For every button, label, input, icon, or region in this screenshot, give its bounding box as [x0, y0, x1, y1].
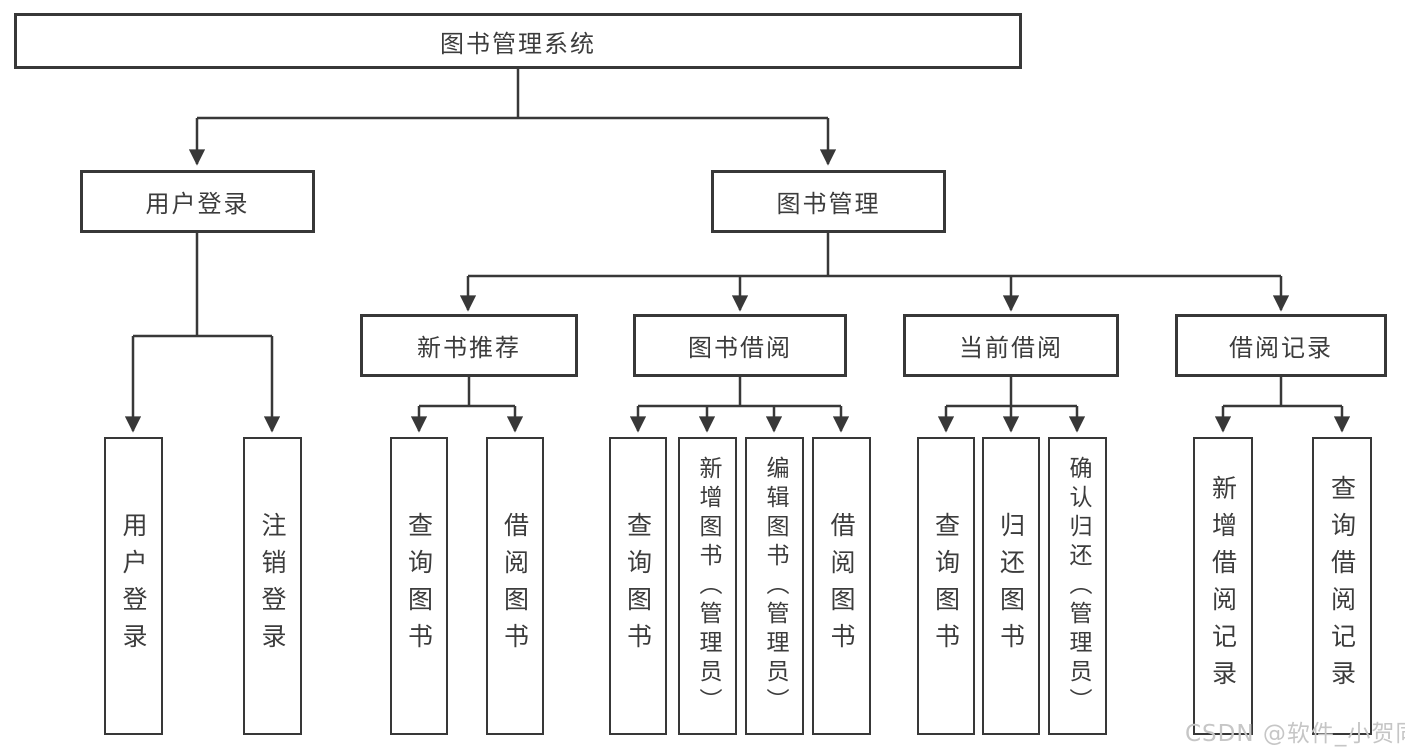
leaf-add-borrow-record: 新增借阅记录: [1193, 437, 1253, 735]
leaf-add-book-admin-label: 新增图书（管理员）: [695, 455, 721, 717]
node-user-login-label: 用户登录: [145, 190, 250, 218]
node-book-borrow-label: 图书借阅: [688, 334, 792, 362]
leaf-borrow-books: 借阅图书: [812, 437, 871, 735]
leaf-edit-book-admin: 编辑图书（管理员）: [745, 437, 804, 735]
node-user-login: 用户登录: [80, 170, 315, 233]
node-borrow-records-label: 借阅记录: [1229, 334, 1333, 362]
leaf-query-books-borrow: 查询图书: [609, 437, 667, 735]
leaf-query-books-borrow-label: 查询图书: [623, 512, 653, 660]
node-current-borrow-label: 当前借阅: [959, 334, 1063, 362]
leaf-borrow-books-recommend: 借阅图书: [486, 437, 544, 735]
leaf-add-book-admin: 新增图书（管理员）: [678, 437, 737, 735]
leaf-logout-label: 注销登录: [258, 512, 287, 660]
leaf-return-book-label: 归还图书: [996, 512, 1026, 660]
leaf-query-books-current-label: 查询图书: [931, 512, 961, 660]
leaf-confirm-return-admin: 确认归还（管理员）: [1048, 437, 1107, 735]
node-book-management-label: 图书管理: [776, 190, 881, 218]
node-new-book-recommend: 新书推荐: [360, 314, 578, 377]
node-current-borrow: 当前借阅: [903, 314, 1119, 377]
leaf-borrow-books-recommend-label: 借阅图书: [500, 512, 530, 660]
node-book-borrow: 图书借阅: [633, 314, 847, 377]
leaf-user-login-label: 用户登录: [119, 512, 148, 660]
node-new-book-recommend-label: 新书推荐: [417, 334, 521, 362]
leaf-query-borrow-record: 查询借阅记录: [1312, 437, 1372, 735]
leaf-confirm-return-admin-label: 确认归还（管理员）: [1065, 455, 1091, 717]
leaf-query-books-recommend: 查询图书: [390, 437, 448, 735]
node-library-system-label: 图书管理系统: [440, 29, 596, 58]
leaf-borrow-books-label: 借阅图书: [827, 512, 856, 660]
leaf-query-books-recommend-label: 查询图书: [404, 512, 434, 660]
node-book-management: 图书管理: [711, 170, 946, 233]
leaf-user-login: 用户登录: [104, 437, 163, 735]
node-library-system: 图书管理系统: [14, 13, 1022, 69]
leaf-add-borrow-record-label: 新增借阅记录: [1208, 475, 1238, 697]
csdn-watermark: CSDN @软件_小贺同学: [1185, 721, 1405, 747]
node-borrow-records: 借阅记录: [1175, 314, 1387, 377]
leaf-logout: 注销登录: [243, 437, 302, 735]
leaf-query-borrow-record-label: 查询借阅记录: [1327, 475, 1357, 697]
leaf-edit-book-admin-label: 编辑图书（管理员）: [762, 455, 788, 717]
leaf-query-books-current: 查询图书: [917, 437, 975, 735]
leaf-return-book: 归还图书: [982, 437, 1040, 735]
